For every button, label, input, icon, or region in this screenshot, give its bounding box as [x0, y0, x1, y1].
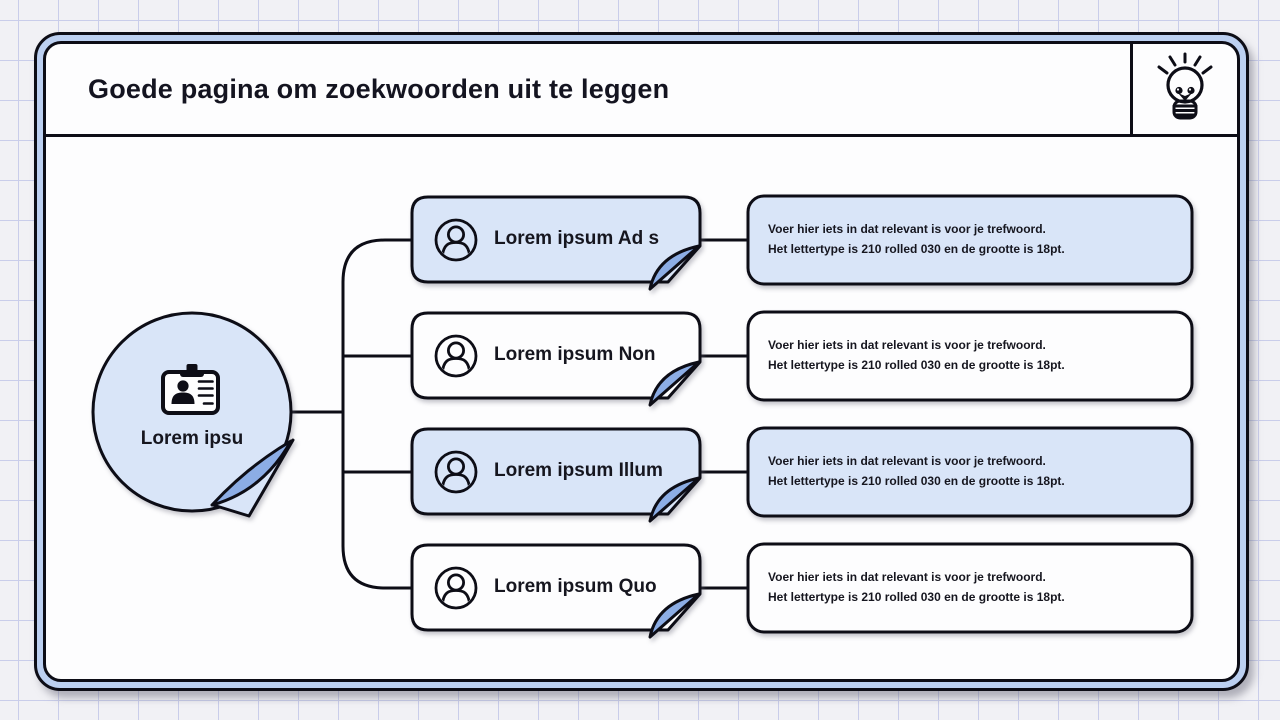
node-label: Lorem ipsum Ad s [494, 228, 660, 249]
page-title: Goede pagina om zoekwoorden uit te legge… [88, 73, 670, 104]
desc-text: Voer hier iets in dat relevant is voor j… [768, 567, 1065, 607]
desc-line: Het lettertype is 210 rolled 030 en de g… [768, 358, 1065, 372]
desc-line: Voer hier iets in dat relevant is voor j… [768, 222, 1046, 236]
desc-line: Voer hier iets in dat relevant is voor j… [768, 338, 1046, 352]
desc-line: Voer hier iets in dat relevant is voor j… [768, 570, 1046, 584]
desc-line: Voer hier iets in dat relevant is voor j… [768, 454, 1046, 468]
desc-line: Het lettertype is 210 rolled 030 en de g… [768, 474, 1065, 488]
node-label: Lorem ipsum Quo [494, 576, 657, 597]
lightbulb-icon [1157, 52, 1213, 120]
desc-line: Het lettertype is 210 rolled 030 en de g… [768, 590, 1065, 604]
slide-header: Goede pagina om zoekwoorden uit te legge… [46, 44, 1237, 137]
node-label: Lorem ipsum Illum [494, 460, 663, 481]
idea-cell [1130, 44, 1237, 134]
desc-text: Voer hier iets in dat relevant is voor j… [768, 451, 1065, 491]
node-label: Lorem ipsum Non [494, 344, 656, 365]
desc-line: Het lettertype is 210 rolled 030 en de g… [768, 242, 1065, 256]
desc-text: Voer hier iets in dat relevant is voor j… [768, 335, 1065, 375]
desc-text: Voer hier iets in dat relevant is voor j… [768, 219, 1065, 259]
center-node-label: Lorem ipsu [140, 428, 244, 449]
